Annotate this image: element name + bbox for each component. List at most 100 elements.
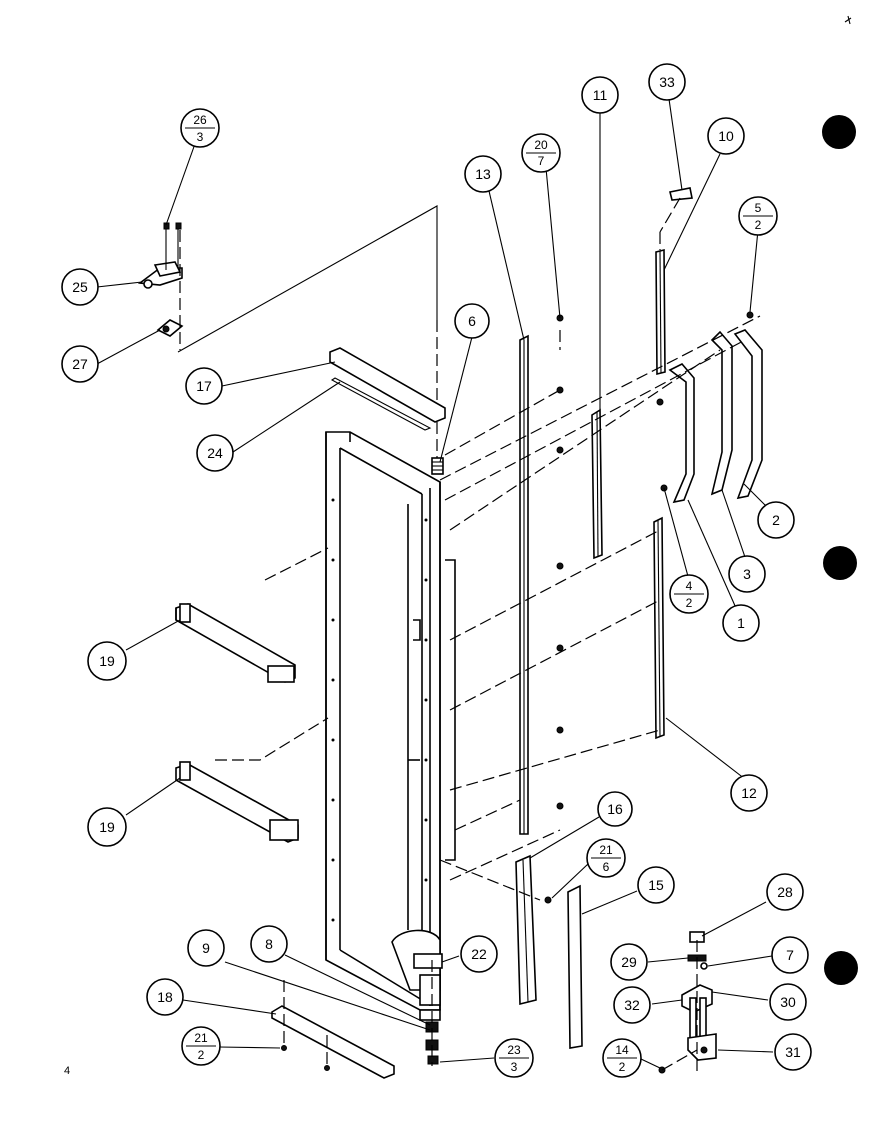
top-rail bbox=[655, 248, 666, 376]
svg-text:19: 19 bbox=[99, 653, 115, 669]
door-shelf-lower bbox=[175, 761, 299, 843]
svg-text:22: 22 bbox=[471, 946, 487, 962]
svg-text:4: 4 bbox=[686, 579, 693, 593]
callout-10: 10 bbox=[707, 117, 745, 155]
corner-mark bbox=[844, 15, 852, 25]
svg-text:11: 11 bbox=[593, 87, 608, 103]
svg-text:3: 3 bbox=[511, 1060, 518, 1074]
svg-text:27: 27 bbox=[72, 356, 88, 372]
svg-text:9: 9 bbox=[202, 940, 210, 956]
callout-21-6: 21 6 bbox=[586, 838, 626, 878]
door-handle-1 bbox=[668, 363, 695, 504]
svg-text:25: 25 bbox=[72, 279, 88, 295]
mounting-screws bbox=[544, 896, 552, 904]
top-hinge-assembly bbox=[137, 222, 184, 350]
svg-text:13: 13 bbox=[475, 166, 491, 182]
callout-15: 15 bbox=[637, 866, 675, 904]
door-shelf-upper bbox=[175, 603, 296, 683]
svg-text:18: 18 bbox=[157, 989, 173, 1005]
callout-16: 16 bbox=[597, 791, 633, 827]
callout-23-3: 23 3 bbox=[494, 1038, 534, 1078]
callout-8: 8 bbox=[250, 925, 288, 963]
page-number: 4 bbox=[64, 1065, 70, 1077]
svg-text:7: 7 bbox=[538, 154, 545, 168]
svg-text:21: 21 bbox=[194, 1031, 208, 1045]
bottom-trim-bracket bbox=[271, 980, 395, 1079]
callout-22: 22 bbox=[460, 935, 498, 973]
door-handle-2 bbox=[733, 329, 763, 500]
callout-1: 1 bbox=[722, 604, 760, 642]
callout-28: 28 bbox=[766, 873, 804, 911]
top-trim-gasket bbox=[330, 377, 432, 431]
bottom-hinge-cover bbox=[391, 929, 443, 1066]
svg-text:19: 19 bbox=[99, 819, 115, 835]
callout-4-2: 4 2 bbox=[669, 574, 709, 614]
svg-text:5: 5 bbox=[755, 201, 762, 215]
svg-text:3: 3 bbox=[197, 130, 204, 144]
lower-hinge-assembly bbox=[658, 931, 717, 1074]
leader-lines bbox=[96, 98, 774, 1069]
bottom-trim-15 bbox=[567, 884, 583, 1049]
svg-text:26: 26 bbox=[193, 113, 207, 127]
svg-text:33: 33 bbox=[659, 74, 675, 90]
svg-text:2: 2 bbox=[619, 1060, 626, 1074]
svg-text:15: 15 bbox=[648, 877, 664, 893]
svg-text:2: 2 bbox=[686, 596, 693, 610]
handle-trim-strip bbox=[519, 334, 529, 835]
registration-dot bbox=[824, 951, 858, 985]
callout-6: 6 bbox=[454, 303, 490, 339]
lower-rail bbox=[653, 516, 665, 740]
callout-26-3: 26 3 bbox=[180, 108, 220, 148]
svg-text:2: 2 bbox=[198, 1048, 205, 1062]
svg-text:30: 30 bbox=[780, 994, 796, 1010]
callout-19-lower: 19 bbox=[87, 807, 127, 847]
svg-text:31: 31 bbox=[785, 1044, 801, 1060]
svg-text:16: 16 bbox=[607, 801, 623, 817]
frame-screw-holes bbox=[331, 498, 428, 942]
svg-text:6: 6 bbox=[603, 860, 610, 874]
callout-7: 7 bbox=[771, 936, 809, 974]
svg-text:17: 17 bbox=[196, 378, 212, 394]
svg-text:28: 28 bbox=[777, 884, 793, 900]
svg-text:6: 6 bbox=[468, 313, 476, 329]
registration-dot bbox=[823, 546, 857, 580]
callout-17: 17 bbox=[185, 367, 223, 405]
svg-text:20: 20 bbox=[534, 138, 548, 152]
svg-text:1: 1 bbox=[737, 615, 745, 631]
door-liner bbox=[325, 431, 456, 1011]
callout-33: 33 bbox=[648, 63, 686, 101]
callout-20-7: 20 7 bbox=[521, 133, 561, 173]
callout-11: 11 bbox=[581, 76, 619, 114]
callout-24: 24 bbox=[196, 434, 234, 472]
svg-text:24: 24 bbox=[207, 445, 223, 461]
svg-text:12: 12 bbox=[741, 785, 757, 801]
top-trim-bracket bbox=[329, 347, 446, 423]
svg-text:7: 7 bbox=[786, 947, 794, 963]
callout-27: 27 bbox=[61, 345, 99, 383]
svg-text:32: 32 bbox=[624, 997, 640, 1013]
registration-dot bbox=[822, 115, 856, 149]
shelf-guide-line bbox=[264, 547, 329, 581]
svg-text:10: 10 bbox=[718, 128, 734, 144]
callout-9: 9 bbox=[187, 929, 225, 967]
svg-text:29: 29 bbox=[621, 954, 637, 970]
svg-text:3: 3 bbox=[743, 566, 751, 582]
small-clip bbox=[669, 187, 693, 201]
shelf-guide-line bbox=[215, 717, 329, 761]
callout-12: 12 bbox=[730, 774, 768, 812]
callout-14-2: 14 2 bbox=[602, 1038, 642, 1078]
callout-25: 25 bbox=[61, 268, 99, 306]
hinge-spring bbox=[431, 457, 444, 475]
door-handle-3 bbox=[710, 330, 733, 496]
svg-text:8: 8 bbox=[265, 936, 273, 952]
callout-30: 30 bbox=[769, 983, 807, 1021]
back-panel-outline bbox=[177, 205, 438, 353]
callout-13: 13 bbox=[464, 155, 502, 193]
callout-32: 32 bbox=[613, 986, 651, 1024]
callout-2: 2 bbox=[757, 501, 795, 539]
callout-3: 3 bbox=[728, 555, 766, 593]
callout-21-2: 21 2 bbox=[181, 1026, 221, 1066]
svg-text:2: 2 bbox=[772, 512, 780, 528]
callout-31: 31 bbox=[774, 1033, 812, 1071]
